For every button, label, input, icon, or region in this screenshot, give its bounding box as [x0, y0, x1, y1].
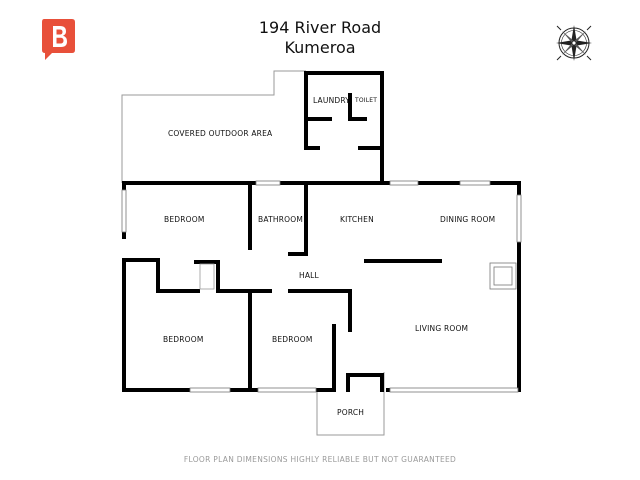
room-label-dining-room: DINING ROOM: [440, 215, 496, 224]
address-line-2: Kumeroa: [284, 38, 356, 57]
compass-rose-icon: [556, 25, 592, 61]
fireplace: [489, 262, 517, 290]
room-label-living-room: LIVING ROOM: [415, 324, 469, 333]
disclaimer-text: FLOOR PLAN DIMENSIONS HIGHLY RELIABLE BU…: [183, 455, 457, 464]
room-label-bedroom-2: BEDROOM: [163, 335, 204, 344]
room-label-kitchen: KITCHEN: [340, 215, 374, 224]
room-label-bedroom-3: BEDROOM: [272, 335, 313, 344]
address-line-1: 194 River Road: [258, 18, 382, 37]
porch-outline: [316, 372, 385, 436]
room-label-covered-outdoor-area: COVERED OUTDOOR AREA: [168, 129, 273, 138]
room-label-laundry: LAUNDRY: [313, 96, 351, 105]
room-label-bedroom-1: BEDROOM: [164, 215, 205, 224]
brand-logo-icon: [42, 19, 75, 60]
covered-outdoor-area-outline: [121, 70, 306, 183]
windows: [121, 180, 522, 393]
room-label-porch: PORCH: [337, 408, 365, 417]
room-label-bathroom: BATHROOM: [258, 215, 304, 224]
room-label-hall: HALL: [299, 271, 319, 280]
room-label-toilet: TOILET: [355, 97, 378, 104]
cupboard: [199, 263, 215, 290]
